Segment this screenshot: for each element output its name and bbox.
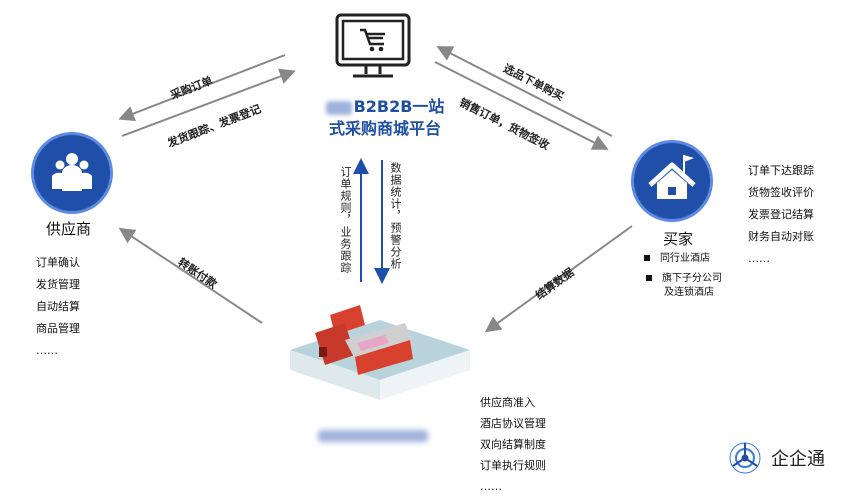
list-item: 酒店协议管理 xyxy=(480,417,546,430)
buyer-type-item: 同行业酒店 xyxy=(644,252,722,266)
list-item: 发票登记结算 xyxy=(748,208,814,221)
list-item: 供应商准入 xyxy=(480,396,535,409)
list-item: 双向结算制度 xyxy=(480,438,546,451)
edge-label-order-rules: 订单规则，业务跟踪 xyxy=(339,166,352,274)
people-group-icon xyxy=(52,153,92,191)
list-item: 货物签收评价 xyxy=(748,186,814,199)
list-item: 订单下达跟踪 xyxy=(748,164,814,177)
operator-features: 供应商准入 酒店协议管理 双向结算制度 订单执行规则 …… xyxy=(480,392,546,497)
edge-label-data-stats: 数据统计，预警分析 xyxy=(389,162,402,270)
platform-title: B2B2B一站 式采购商城平台 xyxy=(300,96,470,140)
supplier-features: 订单确认 发货管理 自动结算 商品管理 …… xyxy=(36,252,80,362)
factory-building-icon xyxy=(285,295,475,400)
title-line-2: 式采购商城平台 xyxy=(328,119,441,138)
list-item: …… xyxy=(480,480,502,493)
title-line-1: B2B2B一站 xyxy=(353,97,445,116)
house-flag-icon xyxy=(648,155,696,199)
supplier-label: 供应商 xyxy=(46,220,92,238)
buyer-label: 买家 xyxy=(663,230,694,248)
buyer-features: 订单下达跟踪 货物签收评价 发票登记结算 财务自动对账 …… xyxy=(748,160,814,270)
buyer-type-text-cont: 及连锁酒店 xyxy=(664,287,714,298)
list-item: 财务自动对账 xyxy=(748,230,814,243)
blurred-operator-name xyxy=(318,430,428,442)
brand-logo: 企企通 xyxy=(727,440,825,476)
list-item: 订单确认 xyxy=(36,256,80,269)
brand-name: 企企通 xyxy=(771,449,825,470)
monitor-cart-icon xyxy=(333,12,413,82)
blurred-brand xyxy=(325,100,352,115)
buyer-node xyxy=(634,143,710,219)
list-item: …… xyxy=(748,252,770,265)
list-item: 订单执行规则 xyxy=(480,459,546,472)
buyer-types: 同行业酒店 旗下子分公司 及连锁酒店 xyxy=(644,252,722,300)
qiqitong-logo-icon xyxy=(729,442,761,474)
supplier-node xyxy=(34,135,110,211)
list-item: 商品管理 xyxy=(36,322,80,335)
buyer-type-text: 同行业酒店 xyxy=(660,253,710,264)
buyer-type-item: 旗下子分公司 xyxy=(644,272,722,286)
buyer-type-text: 旗下子分公司 xyxy=(662,273,722,284)
list-item: 自动结算 xyxy=(36,300,80,313)
list-item: …… xyxy=(36,344,58,357)
list-item: 发货管理 xyxy=(36,278,80,291)
